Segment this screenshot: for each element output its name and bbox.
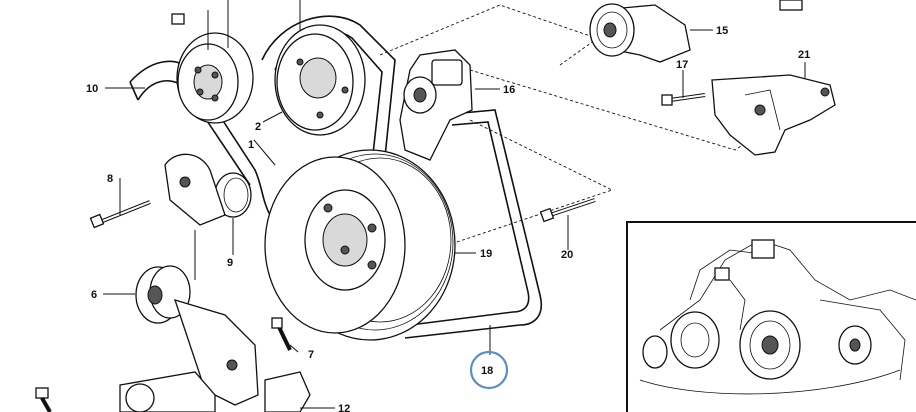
idler-pulley-top-left: [176, 32, 254, 124]
idler-pulley-9: [164, 153, 252, 226]
callout-9: 9: [227, 257, 233, 269]
callout-1: 1: [248, 139, 254, 151]
belt-tensioner-16: [399, 49, 473, 161]
callout-labels: 1 2 6 7 8 9 10 12 15 16 17 18 19 20 21: [86, 25, 810, 412]
callout-7: 7: [308, 349, 314, 361]
callout-2: 2: [255, 121, 261, 133]
callout-8: 8: [107, 173, 113, 185]
callout-10: 10: [86, 83, 98, 95]
callout-21: 21: [798, 49, 810, 61]
callout-16: 16: [503, 84, 515, 96]
callout-15: 15: [716, 25, 728, 37]
callout-17: 17: [676, 59, 688, 71]
drive-belt-18: [404, 109, 542, 339]
callout-18-highlight-ring[interactable]: [469, 350, 509, 390]
callout-19: 19: [480, 248, 492, 260]
pulley-part-2: [274, 24, 366, 136]
callout-6: 6: [91, 289, 97, 301]
pulley-part-15: [589, 0, 803, 63]
bolts: [35, 13, 706, 412]
crankshaft-pulley: [264, 149, 456, 341]
bracket-part-21: [711, 74, 836, 156]
callout-18: 18: [481, 365, 493, 377]
callout-12: 12: [338, 403, 350, 412]
leader-lines: [103, 0, 806, 409]
engine-inset-view: [626, 221, 916, 412]
idler-bracket-6: [119, 265, 311, 412]
callout-20: 20: [561, 249, 573, 261]
